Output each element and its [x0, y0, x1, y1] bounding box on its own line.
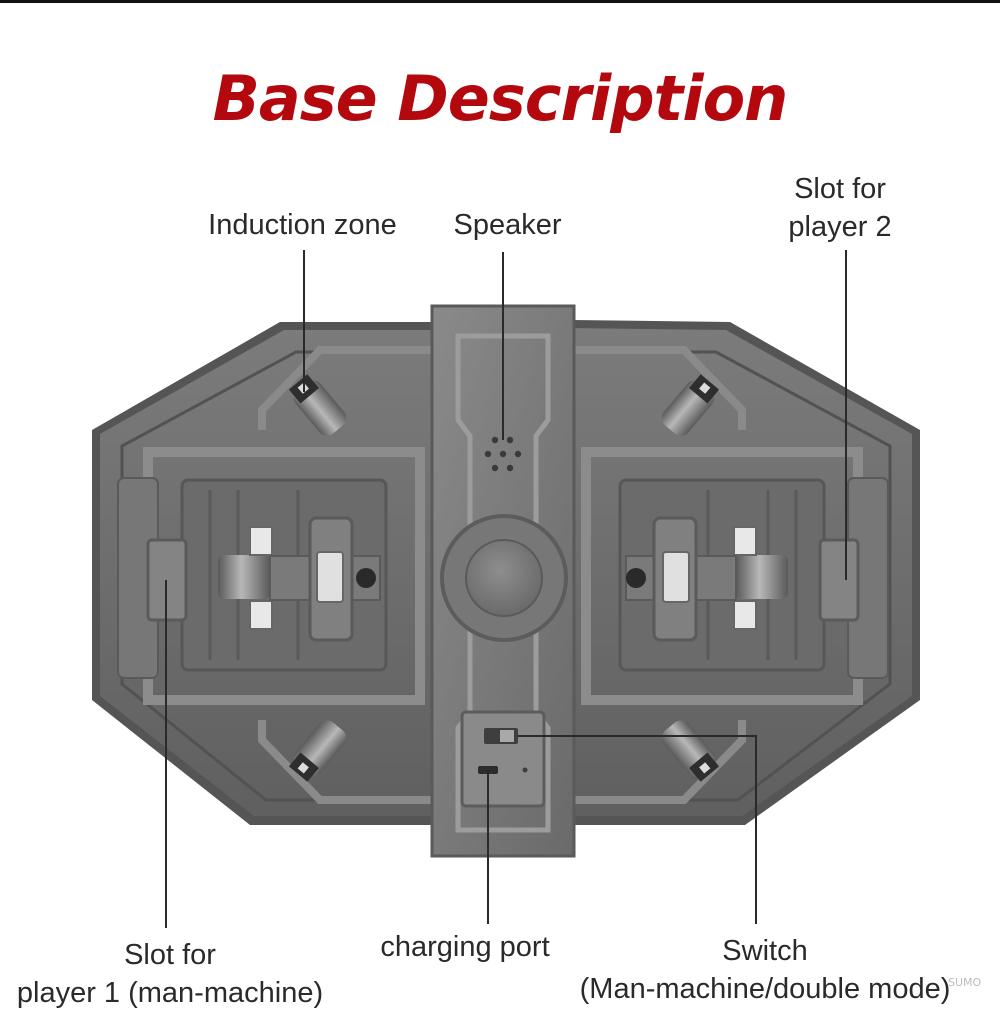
right-cradle — [581, 447, 889, 705]
label-switch-line1: Switch — [722, 935, 808, 967]
label-slot-player2-line2: player 2 — [788, 211, 892, 243]
induction-sensor-bottom-right — [661, 720, 720, 782]
page-title: Base Description — [212, 62, 789, 135]
label-switch: Switch (Man-machine/double mode) — [575, 932, 955, 1008]
induction-sensor-top-right — [661, 374, 720, 436]
label-slot-player2: Slot for player 2 — [780, 170, 900, 246]
leader-switch — [518, 735, 757, 924]
label-induction-zone: Induction zone — [208, 209, 397, 241]
slot-player2 — [818, 538, 860, 622]
label-slot-player1-line2: player 1 (man-machine) — [16, 977, 324, 1009]
label-speaker: Speaker — [453, 209, 562, 241]
watermark: SUMO — [948, 976, 982, 989]
label-slot-player1: Slot for player 1 (man-machine) — [0, 936, 340, 1012]
switch-panel — [460, 710, 546, 808]
top-border — [0, 0, 1000, 3]
induction-sensor-bottom-left — [288, 720, 347, 782]
label-slot-player1-line1: Slot for — [124, 939, 216, 971]
speaker-grille — [484, 436, 522, 472]
center-button — [465, 539, 543, 617]
label-slot-player2-line1: Slot for — [794, 173, 886, 205]
left-cradle — [117, 447, 425, 705]
label-switch-line2: (Man-machine/double mode) — [579, 973, 951, 1005]
label-charging-port: charging port — [380, 931, 550, 963]
